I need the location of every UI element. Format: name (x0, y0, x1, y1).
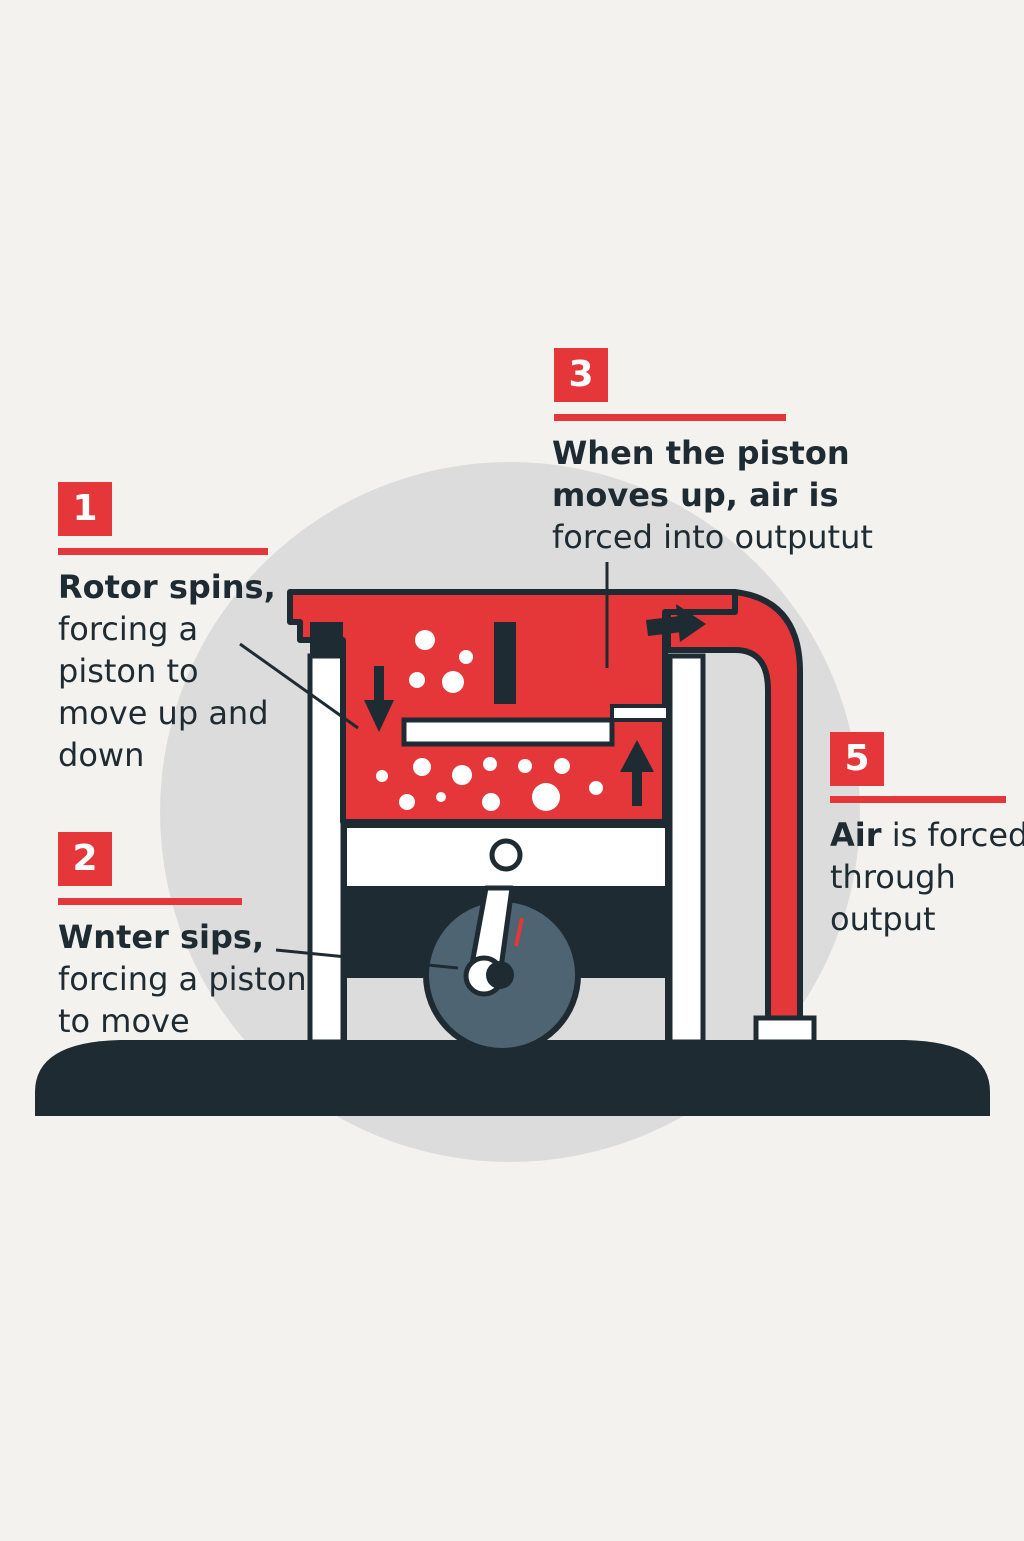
step-3-title: When the piston (552, 434, 850, 472)
step-3-rule (554, 414, 786, 421)
step-5-label: Air is forced through output (830, 814, 1024, 940)
right-arrow-icon (646, 604, 706, 642)
step-3-badge: 3 (554, 348, 608, 402)
base-platform (35, 1040, 990, 1116)
step-5-title: Air (830, 816, 882, 854)
leader-line-2 (275, 948, 459, 970)
step-3-line-1: forced into outputut (552, 518, 873, 556)
step-1-line-1: forcing a (58, 610, 199, 648)
step-5-rule (830, 796, 1006, 803)
step-1-title: Rotor spins, (58, 568, 276, 606)
leader-line-1 (239, 642, 359, 730)
crank-pin (486, 961, 514, 989)
step-5-title-rest: is forced (881, 816, 1024, 854)
step-3-title-2: moves up, (552, 476, 738, 514)
step-1-line-4: down (58, 736, 145, 774)
down-arrow-icon (364, 666, 394, 732)
step-2-badge: 2 (58, 832, 112, 886)
valve-bar (494, 622, 516, 704)
step-1-label: Rotor spins, forcing a piston to move up… (58, 566, 276, 776)
step-2-rule (58, 898, 242, 905)
rotation-mark (514, 917, 524, 947)
right-column (667, 653, 706, 1045)
step-2-line-2: to move (58, 1002, 190, 1040)
step-3-label: When the piston moves up, air is forced … (552, 432, 873, 558)
step-1-line-2: piston to (58, 652, 199, 690)
step-1-rule (58, 548, 268, 555)
step-3-title-2-rest: air is (737, 476, 839, 514)
step-1-line-3: move up and (58, 694, 269, 732)
step-2-line-1: forcing a piston (58, 960, 307, 998)
step-2-title: Wnter sips, (58, 918, 265, 956)
step-5-line-2: output (830, 900, 936, 938)
step-1-badge: 1 (58, 482, 112, 536)
air-bubbles (376, 630, 603, 811)
pipe-foot (753, 1015, 817, 1045)
step-5-badge: 5 (830, 732, 884, 786)
step-5-line-1: through (830, 858, 956, 896)
up-arrow-icon (620, 740, 654, 806)
piston-pin (489, 838, 523, 872)
step-2-label: Wnter sips, forcing a piston to move (58, 916, 307, 1042)
piston-plate (401, 717, 615, 747)
